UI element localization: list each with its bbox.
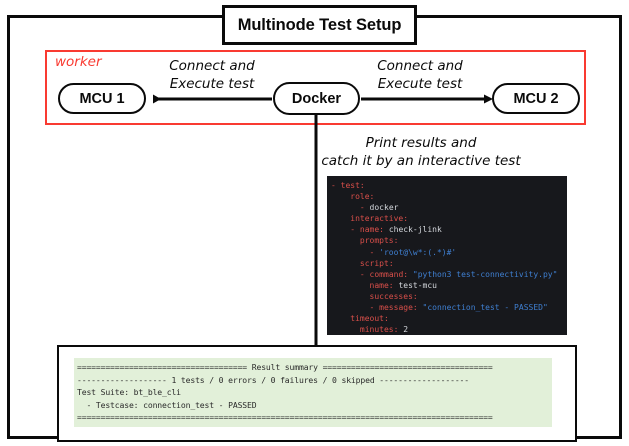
edge-label-docker-to-results: Print results and catch it by an interac…	[312, 135, 530, 171]
code-line: role:	[350, 192, 375, 202]
result-summary-line: Test Suite: bt_ble_cli	[77, 387, 181, 398]
code-line: - 'root@\w*:(.*)#'	[369, 247, 457, 257]
code-line: script:	[359, 258, 394, 268]
yaml-code-block: - test: role: - docker interactive: - na…	[327, 176, 567, 335]
result-summary-line: - Testcase: connection_test - PASSED	[77, 399, 257, 410]
edge-label-line-1: Connect and	[169, 58, 255, 74]
code-line: timeout:	[350, 314, 389, 324]
code-line: prompts:	[359, 236, 399, 246]
code-line: successes:	[369, 291, 418, 301]
result-summary-panel: ==================================== Res…	[57, 345, 577, 442]
code-line: - test:	[331, 181, 365, 190]
node-mcu-1-label: MCU 1	[79, 90, 125, 107]
result-summary-line: ------------------- 1 tests / 0 errors /…	[77, 374, 469, 385]
code-line: - name: check-jlink	[350, 225, 442, 235]
node-mcu-1[interactable]: MCU 1	[58, 83, 146, 114]
code-line: - command: "python3 test-connectivity.py…	[359, 269, 558, 279]
node-docker-label: Docker	[291, 90, 342, 107]
code-line: minutes: 2	[359, 325, 409, 335]
node-docker[interactable]: Docker	[273, 82, 360, 115]
edge-label-line-2: Execute test	[377, 75, 463, 92]
edge-label-line-2: Execute test	[169, 75, 255, 92]
result-summary-line: ========================================…	[77, 412, 493, 423]
edge-label-line-1: Connect and	[377, 58, 463, 74]
node-mcu-2[interactable]: MCU 2	[492, 83, 580, 114]
edge-label-line-2: catch it by an interactive test	[321, 152, 521, 169]
result-summary-text: ==================================== Res…	[74, 358, 552, 427]
code-line: interactive:	[350, 214, 409, 224]
page-title: Multinode Test Setup	[237, 15, 402, 34]
diagram-title-box: Multinode Test Setup	[222, 5, 417, 45]
code-line: name: test-mcu	[369, 280, 437, 290]
edge-label-docker-to-mcu1: Connect and Execute test	[150, 58, 274, 94]
worker-group-label: worker	[55, 54, 102, 70]
result-summary-line: ==================================== Res…	[77, 362, 493, 372]
edge-label-docker-to-mcu2: Connect and Execute test	[358, 58, 482, 94]
code-line: - message: "connection_test - PASSED"	[369, 303, 548, 313]
edge-label-line-1: Print results and	[365, 135, 477, 151]
node-mcu-2-label: MCU 2	[513, 90, 559, 107]
code-line: - docker	[359, 203, 399, 213]
